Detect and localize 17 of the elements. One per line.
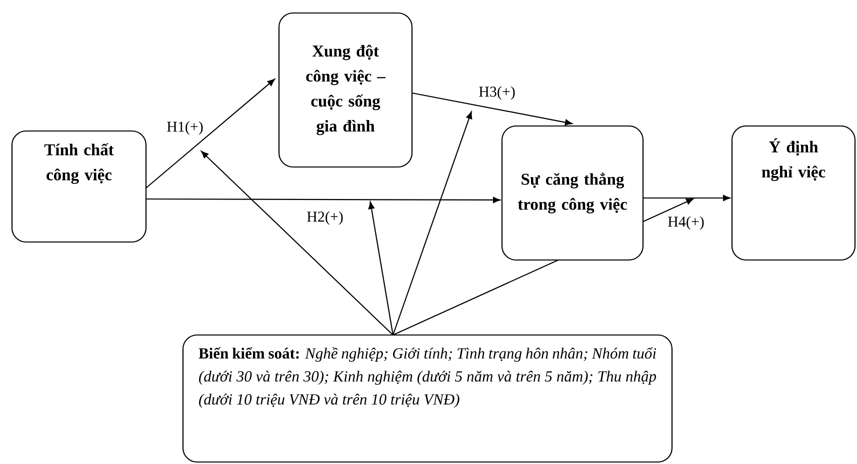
construct-box: Ý định nghỉ việc bbox=[731, 125, 856, 261]
control-variables-box: Biến kiểm soát: Nghề nghiệp; Giới tính; Tình trạng hôn nhân; Nhóm tuổi (dưới 30 và trên 30); Kinh nghiệm (dưới 5 năm và trên 5 năm); Thu nhập (dưới 10 triệu VNĐ và trên 10 triệu VNĐ) bbox=[182, 334, 673, 463]
edge-label: H1(+) bbox=[164, 119, 206, 137]
arrow bbox=[201, 150, 394, 336]
edge-label: H4(+) bbox=[666, 214, 706, 232]
arrow bbox=[146, 196, 500, 204]
arrow bbox=[392, 112, 472, 336]
arrow bbox=[412, 92, 572, 126]
construct-box: Tính chất công việc bbox=[11, 130, 147, 243]
arrow bbox=[368, 202, 394, 336]
edge-label: H2(+) bbox=[304, 209, 346, 227]
edge-label: H3(+) bbox=[476, 84, 518, 102]
arrow bbox=[392, 198, 694, 336]
arrow bbox=[643, 194, 730, 202]
construct-box: Sự căng thẳng trong công việc bbox=[501, 125, 644, 261]
construct-box: Xung đột công việc – cuộc sống gia đình bbox=[278, 12, 413, 168]
arrow bbox=[146, 78, 275, 188]
